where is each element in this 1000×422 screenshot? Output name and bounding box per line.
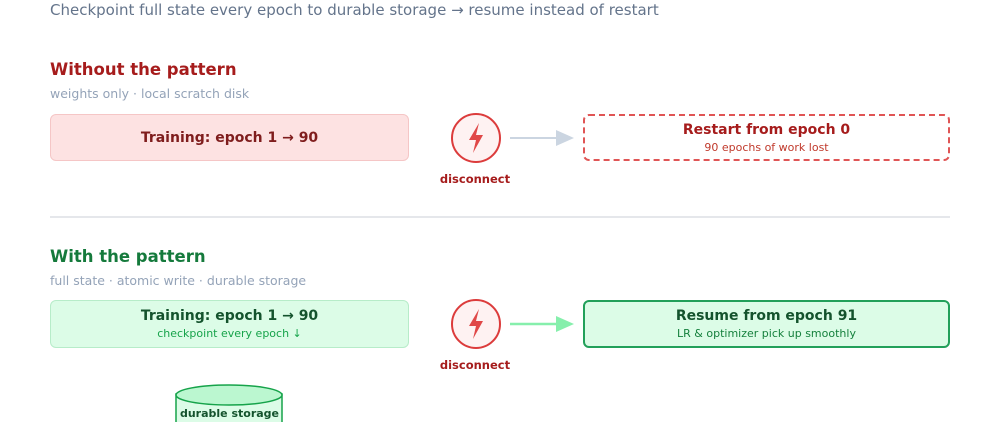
without-training-box: Training: epoch 1 → 90: [50, 114, 409, 161]
without-section-title: Without the pattern: [50, 60, 237, 79]
database-cylinder-icon: [175, 384, 283, 422]
lightning-bolt-icon: [450, 112, 502, 164]
durable-storage-label: durable storage: [179, 407, 280, 420]
without-training-label: Training: epoch 1 → 90: [140, 129, 319, 146]
without-section-subtitle: weights only · local scratch disk: [50, 86, 250, 101]
lightning-bolt-icon: [450, 298, 502, 350]
restart-outcome-note: 90 epochs of work lost: [704, 140, 829, 154]
with-training-label: Training: epoch 1 → 90: [140, 308, 319, 324]
with-section-subtitle: full state · atomic write · durable stor…: [50, 273, 307, 288]
resume-outcome-note: LR & optimizer pick up smoothly: [677, 327, 856, 340]
without-disconnect-label: disconnect: [439, 172, 511, 186]
with-section-title: With the pattern: [50, 247, 206, 266]
restart-outcome-title: Restart from epoch 0: [682, 121, 851, 138]
resume-outcome-box: Resume from epoch 91 LR & optimizer pick…: [583, 300, 950, 348]
restart-outcome-box: Restart from epoch 0 90 epochs of work l…: [583, 114, 950, 161]
resume-outcome-title: Resume from epoch 91: [675, 308, 858, 324]
with-training-box: Training: epoch 1 → 90 checkpoint every …: [50, 300, 409, 348]
with-disconnect-label: disconnect: [439, 358, 511, 372]
diagram-subtitle: Checkpoint full state every epoch to dur…: [50, 1, 659, 19]
section-divider: [50, 216, 950, 218]
with-training-note: checkpoint every epoch ↓: [157, 327, 302, 340]
without-arrow: [510, 130, 574, 146]
with-arrow: [510, 316, 574, 332]
